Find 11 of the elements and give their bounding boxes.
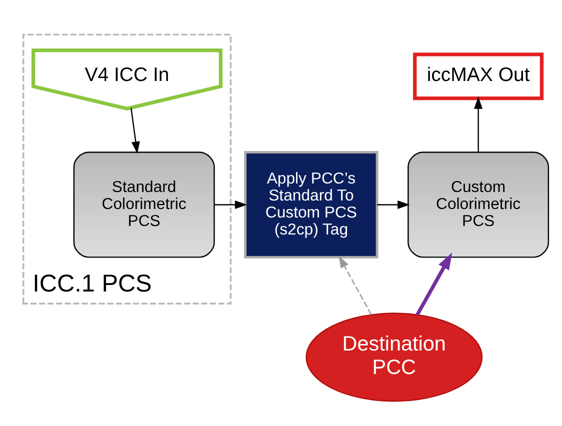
arrow <box>416 252 452 316</box>
node-ellipse: Destination PCC <box>306 312 483 402</box>
arrow <box>338 256 372 315</box>
arrow <box>130 108 140 154</box>
arrow <box>474 96 483 152</box>
arrow <box>377 200 410 209</box>
node-box: Standard Colorimetric PCS <box>73 152 215 258</box>
node-box: Apply PCC’s Standard To Custom PCS (s2cp) Tag <box>244 151 378 258</box>
arrow <box>214 200 248 209</box>
node-box: iccMAX Out <box>413 52 544 100</box>
node-box: Custom Colorimetric PCS <box>408 152 550 258</box>
